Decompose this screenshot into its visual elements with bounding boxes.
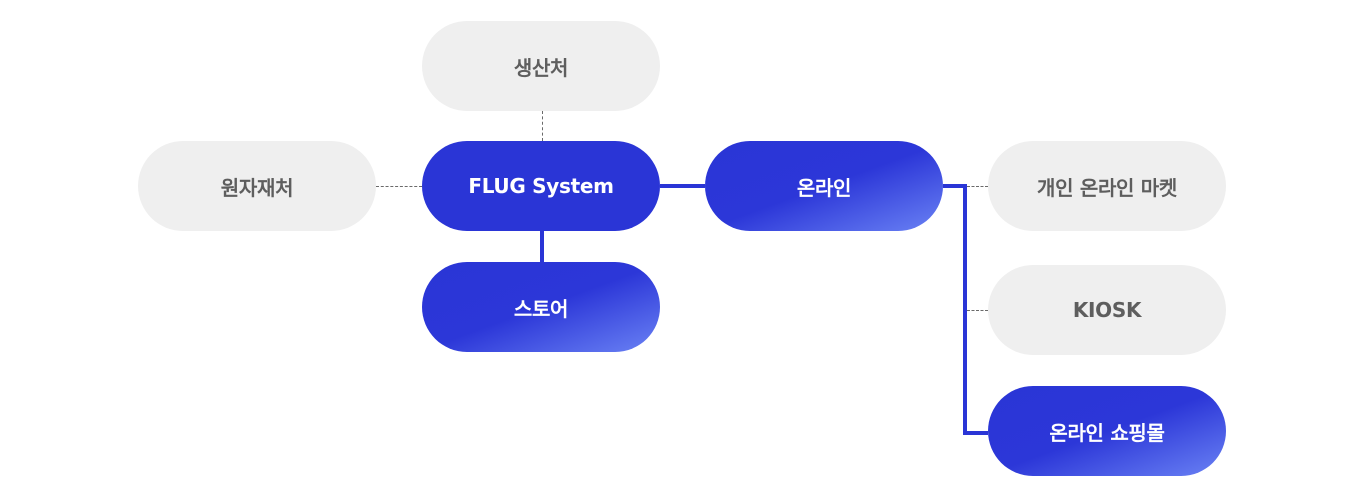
edge-center-producer	[542, 111, 543, 141]
node-personal-online-market: 개인 온라인 마켓	[988, 141, 1226, 231]
node-raw-material-label: 원자재처	[220, 175, 294, 200]
node-flug-system-label: FLUG System	[468, 174, 614, 198]
node-store-label: 스토어	[513, 296, 569, 321]
node-online: 온라인	[705, 141, 943, 231]
node-kiosk: KIOSK	[988, 265, 1226, 355]
edge-center-raw-material	[376, 186, 422, 187]
edge-online-branch-horizontal	[943, 184, 967, 188]
node-producer-label: 생산처	[513, 55, 569, 80]
edge-online-mall	[963, 431, 988, 435]
node-store: 스토어	[422, 262, 660, 352]
node-personal-online-market-label: 개인 온라인 마켓	[1036, 175, 1178, 200]
edge-online-personal-market	[967, 186, 988, 187]
edge-online-branch-vertical	[963, 184, 967, 435]
node-raw-material: 원자재처	[138, 141, 376, 231]
node-online-mall: 온라인 쇼핑몰	[988, 386, 1226, 476]
node-kiosk-label: KIOSK	[1072, 298, 1142, 322]
edge-center-store	[540, 231, 544, 262]
node-online-label: 온라인	[796, 175, 852, 200]
edge-online-kiosk	[967, 310, 988, 311]
node-producer: 생산처	[422, 21, 660, 111]
node-flug-system: FLUG System	[422, 141, 660, 231]
edge-center-online	[660, 184, 705, 188]
node-online-mall-label: 온라인 쇼핑몰	[1049, 420, 1165, 445]
